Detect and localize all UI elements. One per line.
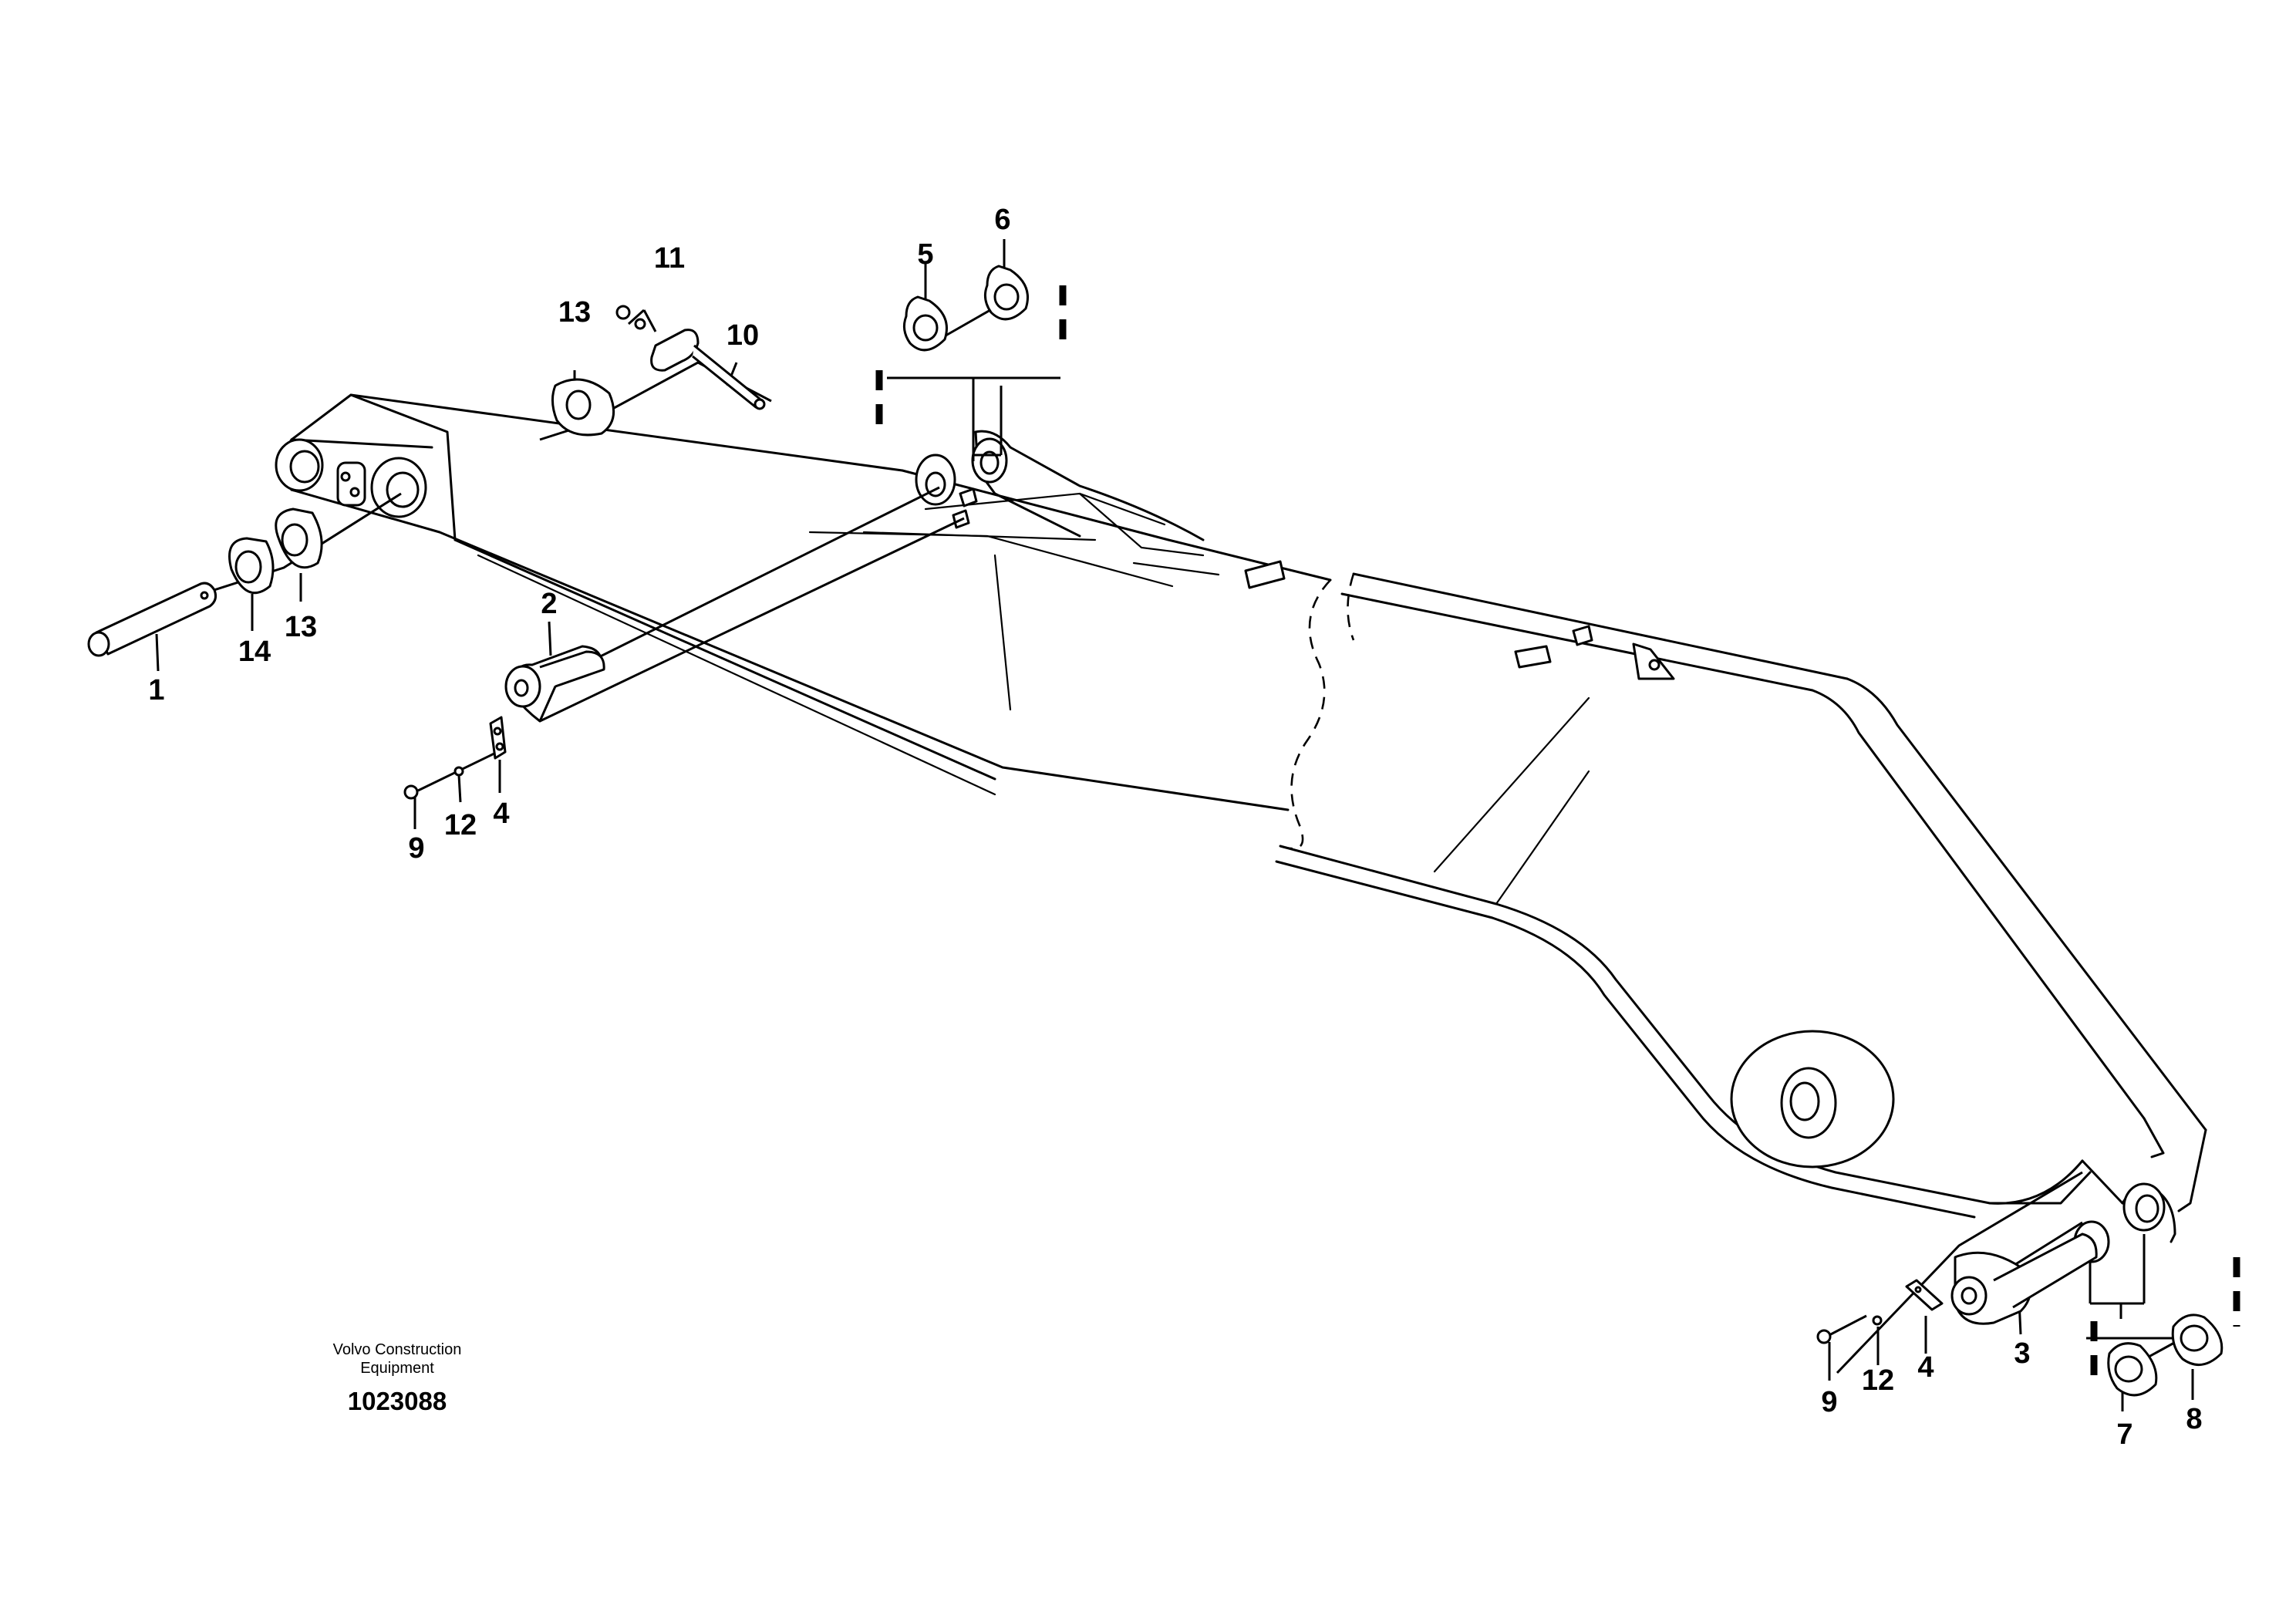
shim-washer-icon (902, 295, 948, 352)
shim-washer-icon (275, 508, 323, 569)
callout-4: 4 (493, 798, 509, 830)
callout-5: 5 (917, 238, 933, 271)
maker-line-2: Equipment (360, 1360, 434, 1377)
arm-end-bores (275, 438, 427, 518)
dashed-bracket-frames (875, 285, 2240, 1388)
shim-washer-icon (983, 265, 1029, 321)
callout-9: 9 (1821, 1386, 1837, 1418)
callout-10: 10 (727, 319, 759, 352)
lock-plate-icon (1905, 1279, 1944, 1311)
callout-11: 11 (654, 242, 685, 275)
callout-2: 2 (541, 588, 557, 620)
callout-13: 13 (285, 611, 317, 643)
callout-1: 1 (148, 674, 164, 706)
pin-icon (504, 645, 605, 723)
callout-7: 7 (2116, 1418, 2132, 1451)
shim-washer-icon (2171, 1313, 2224, 1366)
bolt-icon (615, 305, 646, 330)
callout-labels: 1 14 13 2 9 12 4 13 11 10 5 6 9 12 4 3 7… (148, 204, 2202, 1451)
drawing-caption: Volvo Construction Equipment 1023088 (285, 1340, 509, 1416)
drawing-number: 1023088 (347, 1387, 447, 1415)
callout-13: 13 (558, 296, 591, 329)
bolt-icon (1816, 1315, 1883, 1344)
callout-6: 6 (994, 204, 1010, 236)
callout-8: 8 (2186, 1403, 2202, 1435)
bolt-icon (403, 766, 464, 800)
pin-icon (1950, 1233, 2098, 1325)
arm-lower-bore (1730, 1030, 2166, 1263)
callout-9: 9 (408, 832, 424, 865)
arm-outline-icon (282, 393, 2207, 1243)
shim-washer-icon (2107, 1342, 2158, 1397)
callout-12: 12 (1862, 1364, 1894, 1397)
callout-12: 12 (444, 809, 477, 841)
callout-14: 14 (238, 636, 271, 668)
callout-3: 3 (2014, 1337, 2030, 1370)
upper-bracket-eyes (915, 437, 1008, 529)
lock-plate-icon (489, 716, 507, 760)
shim-washer-icon (228, 537, 275, 595)
callout-4: 4 (1917, 1351, 1934, 1384)
sleeve-icon (650, 329, 766, 410)
shim-washer-icon (551, 378, 615, 437)
pin-icon (87, 582, 217, 657)
maker-line-1: Volvo Construction (332, 1341, 462, 1358)
